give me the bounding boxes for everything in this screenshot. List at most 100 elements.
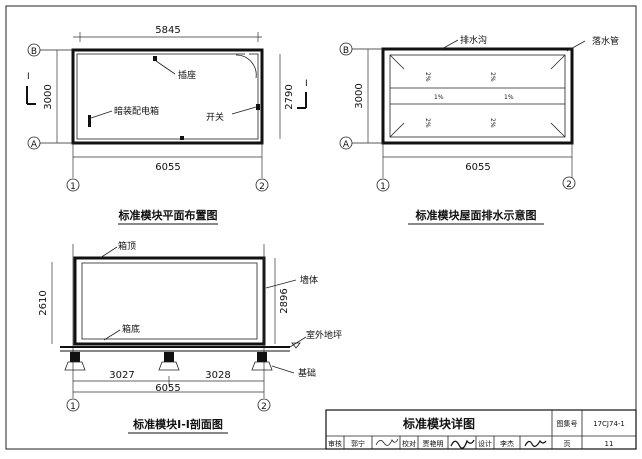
axis-label-2: 2 (259, 182, 265, 192)
roof-title: 标准模块屋面排水示意图 (415, 208, 537, 222)
page-label: 页 (564, 440, 571, 448)
foundation-block (70, 352, 80, 362)
plan-door-arc (235, 54, 257, 79)
plan-left-dim: 3000 (43, 84, 54, 109)
design-label: 设计 (478, 439, 492, 448)
plan-title: 标准模块平面布置图 (118, 208, 218, 222)
section-title: 标准模块I-I剖面图 (132, 417, 223, 431)
socket-leader (155, 60, 176, 75)
roof-axis-label-a: A (343, 140, 350, 150)
reviewer-name: 郭宁 (351, 439, 365, 448)
gutter-leader (439, 39, 459, 51)
section-wall-label: 墙体 (300, 274, 318, 286)
atlas-label: 图集号 (557, 419, 578, 428)
switch-leader (231, 106, 257, 115)
plan-wall (71, 48, 264, 145)
roof-slope-center-left: 1% (434, 94, 444, 101)
axis-label-a: A (31, 140, 38, 150)
roof-axis-label-b: B (343, 46, 349, 56)
roof-ridge (389, 54, 405, 70)
designer-name: 李杰 (500, 439, 514, 448)
plan-section-mark-left: I (27, 72, 30, 82)
panel-leader (90, 110, 113, 119)
plan-right-dim: 2790 (284, 84, 295, 109)
axis-bubble-2 (255, 178, 269, 192)
checker-signature (450, 439, 475, 449)
section-bottom-label: 箱底 (122, 323, 140, 335)
section-top-label: 箱顶 (118, 240, 136, 252)
bottom-leader (103, 329, 121, 341)
roof-axis-bubble-b (339, 42, 353, 56)
roof-outline (381, 47, 574, 145)
roof-ridge (550, 122, 566, 138)
plan-top-dim: 5845 (155, 25, 180, 36)
foundation-footing (64, 361, 86, 371)
roof-axis-bubble-1 (376, 178, 390, 192)
section-dim-left-half: 3027 (109, 370, 134, 381)
section-foundation-label: 基础 (298, 367, 316, 379)
roof-axis-label-2: 2 (566, 180, 572, 190)
switch-label: 开关 (206, 111, 224, 123)
plan-bottom-dim: 6055 (155, 162, 180, 173)
atlas-number: 17CJ74-1 (593, 420, 625, 428)
ground-level-symbol (291, 342, 301, 349)
section-inner (81, 262, 258, 340)
axis-bubble-a (27, 136, 41, 150)
section-ground-label: 室外地坪 (306, 329, 342, 341)
sheet-border (5, 5, 637, 450)
page-number: 11 (605, 440, 614, 448)
socket-icon (153, 56, 157, 61)
roof-slope-side: 2% (489, 118, 496, 128)
foundation-footing (251, 361, 273, 371)
axis-label-b: B (31, 47, 37, 57)
axis-bubble-1 (66, 178, 80, 192)
drawing-title: 标准模块详图 (402, 416, 475, 431)
roof-axis-bubble-a (339, 136, 353, 150)
review-label: 审核 (328, 439, 342, 448)
roof-left-dim: 3000 (354, 83, 365, 108)
wall-leader (265, 279, 297, 289)
panel-icon (88, 115, 91, 127)
roof-axis-bubble-2 (562, 176, 576, 190)
section-outline (73, 256, 266, 346)
roof-axis-label-1: 1 (380, 182, 386, 192)
foundation-block (257, 352, 267, 362)
section-dim-right-half: 3028 (205, 370, 230, 381)
roof-view: 1% 1% 2% 2% 2% 2% 排水沟 落水管 B A 3000 6055 … (339, 34, 619, 225)
foundation-footing (158, 361, 180, 371)
ground-leader (289, 336, 307, 348)
title-block-frame (325, 409, 637, 450)
axis-label-1: 1 (70, 182, 76, 192)
title-block: 标准模块详图 图集号 17CJ74-1 审核 郭宁 校对 贾艳明 设计 李杰 页… (325, 409, 637, 450)
switch-icon (256, 104, 260, 110)
roof-slope-side: 2% (424, 118, 431, 128)
fixture-icon (180, 136, 184, 140)
roof-bottom-dim: 6055 (465, 162, 490, 173)
section-left-dim: 2610 (38, 290, 49, 315)
section-right-dim: 2896 (279, 288, 290, 313)
reviewer-signature (375, 438, 399, 446)
plan-view: 5845 插座 暗装配电箱 开关 B A 3000 I (26, 25, 308, 225)
foundation-block (164, 352, 174, 362)
roof-ridge (550, 54, 566, 70)
downpipe-leader (566, 40, 586, 52)
gutter-label: 排水沟 (460, 34, 487, 46)
socket-label: 插座 (178, 69, 196, 81)
section-axis-label-2: 2 (261, 402, 267, 412)
roof-slope-center-right: 1% (504, 94, 514, 101)
top-leader (99, 246, 118, 259)
section-axis-label-1: 1 (70, 402, 76, 412)
foundation-leader (271, 365, 295, 374)
section-axis-bubble-2 (257, 398, 271, 412)
panel-label: 暗装配电箱 (114, 105, 159, 117)
section-total-dim: 6055 (155, 383, 180, 394)
checker-name: 贾艳明 (423, 439, 444, 448)
check-label: 校对 (402, 439, 416, 448)
downpipe-label: 落水管 (592, 35, 619, 47)
plan-inner-wall (76, 53, 259, 140)
axis-bubble-b (27, 43, 41, 57)
plan-section-mark-right: I (305, 79, 308, 89)
roof-slope-side: 2% (424, 72, 431, 82)
